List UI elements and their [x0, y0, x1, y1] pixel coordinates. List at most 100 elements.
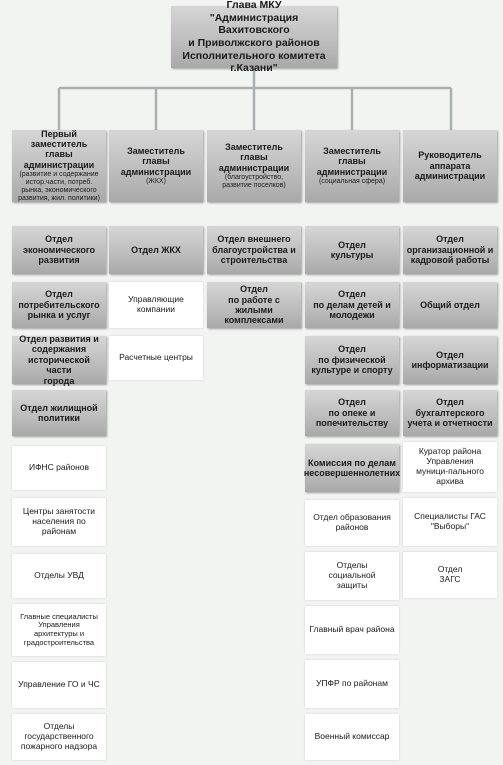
- unit-line: Центры занятости: [22, 506, 96, 517]
- department-line: благоустройства и: [212, 244, 296, 255]
- department-line: по работе с жилыми: [228, 294, 280, 315]
- header-title-line: Заместитель: [323, 145, 381, 156]
- unit-box: Отдел ЗАГС: [403, 552, 497, 598]
- column-4-header: Заместитель главы администрации (социаль…: [305, 130, 399, 202]
- header-title-line: администрации: [316, 166, 388, 177]
- department-line: развития: [38, 255, 80, 266]
- department-line: Отдел: [338, 344, 366, 355]
- department-line: культуре и спорту: [311, 365, 393, 376]
- department-box: Отдел информатизации: [403, 336, 497, 384]
- department-box: Отдел по работе с жилыми комплексами: [207, 282, 301, 328]
- department-line: информатизации: [411, 360, 489, 370]
- department-line: Отдел: [436, 234, 464, 245]
- header-title-line: Первый: [41, 128, 77, 139]
- unit-line: Отдел: [437, 564, 463, 575]
- unit-line: районов: [335, 522, 369, 532]
- column-1-header: Первый заместитель главы администрации (…: [12, 128, 106, 203]
- unit-line: Управление ГО и ЧС: [18, 679, 100, 690]
- department-line: экономического: [23, 244, 95, 255]
- header-subtitle: (ЖКХ): [146, 177, 166, 185]
- unit-line: компании: [137, 304, 175, 314]
- header-title-line: администрации: [120, 166, 192, 177]
- unit-box: Расчетные центры: [109, 336, 203, 380]
- department-line: Отдел: [45, 289, 73, 300]
- unit-line: архива: [436, 475, 464, 486]
- head-line: Исполнительного комитета: [182, 49, 326, 62]
- header-title-line: администрации: [414, 171, 486, 182]
- header-title-line: администрации: [23, 159, 95, 170]
- unit-box: УПФР по районам: [305, 660, 399, 708]
- department-line: потребительского: [18, 299, 100, 310]
- department-line: рынка и услуг: [27, 310, 91, 321]
- header-subtitle: (развитие и содержание истор.части, потр…: [18, 171, 100, 203]
- unit-line: Отдел образования: [313, 512, 391, 523]
- unit-line: Расчетные центры: [119, 352, 193, 363]
- department-line: содержания: [31, 344, 87, 355]
- department-line: Отдел ЖКХ: [131, 244, 181, 255]
- department-line: политики: [38, 413, 80, 423]
- department-line: строительства: [220, 255, 288, 266]
- department-line: Отдел: [436, 349, 464, 360]
- header-subtitle: (благоустройство, развитие поселков): [222, 173, 286, 190]
- header-title-line: главы: [240, 152, 268, 163]
- department-box: Комиссия по делам несовершеннолетних: [303, 444, 401, 492]
- department-line: Отдел внешнего: [217, 234, 291, 245]
- department-box: Отдел организационной и кадровой работы: [403, 226, 497, 274]
- unit-line: Отделы: [43, 721, 75, 732]
- department-box: Отдел культуры: [305, 226, 399, 274]
- department-line: учета и отчетности: [407, 418, 493, 429]
- unit-box: Главный врач района: [305, 606, 399, 654]
- header-title-line: заместитель: [30, 139, 88, 150]
- department-line: исторической части: [28, 354, 90, 376]
- department-line: Отдел: [338, 289, 366, 300]
- unit-line: "Выборы": [430, 521, 470, 531]
- department-line: культуры: [330, 250, 374, 260]
- department-line: комплексами: [224, 315, 284, 326]
- unit-line: Управления: [38, 620, 80, 630]
- header-title-line: Руководитель: [418, 150, 482, 161]
- department-line: города: [43, 375, 75, 386]
- head-box: Глава МКУ "Администрация Вахитовского и …: [171, 0, 337, 74]
- unit-line: Отделы: [336, 560, 368, 571]
- column-3-header: Заместитель главы администрации (благоус…: [207, 130, 301, 202]
- department-line: по опеке и: [328, 407, 376, 418]
- department-box: Общий отдел: [403, 282, 497, 328]
- department-box: Отдел по физической культуре и спорту: [305, 336, 399, 384]
- unit-box: Отделы государственного пожарного надзор…: [12, 714, 106, 760]
- unit-line: ЗАГС: [439, 574, 461, 584]
- header-title-line: Заместитель: [225, 141, 283, 152]
- department-box: Отдел развития и содержания исторической…: [12, 334, 106, 386]
- department-line: по делам детей и: [313, 299, 391, 310]
- header-title-line: главы: [338, 156, 366, 167]
- department-line: попечительству: [315, 418, 389, 429]
- department-line: несовершеннолетних: [303, 468, 401, 478]
- unit-line: пожарного надзора: [20, 740, 98, 751]
- unit-box: Военный комиссар: [305, 714, 399, 760]
- department-line: кадровой работы: [410, 255, 490, 266]
- department-line: организационной и: [406, 244, 494, 255]
- department-line: Отдел: [338, 397, 366, 408]
- header-title-line: главы: [142, 156, 170, 167]
- department-box: Отдел потребительского рынка и услуг: [12, 282, 106, 328]
- department-line: Отдел: [436, 397, 464, 408]
- column-2-header: Заместитель главы администрации (ЖКХ): [109, 130, 203, 202]
- department-box: Отдел экономического развития: [12, 226, 106, 274]
- unit-box: Отделы социальной защиты: [305, 552, 399, 600]
- header-title-line: администрации: [218, 162, 290, 173]
- department-line: Отдел развития и: [19, 334, 99, 345]
- department-box: Отдел внешнего благоустройства и строите…: [207, 226, 301, 274]
- unit-line: Управления: [426, 456, 474, 467]
- head-line: и Приволжского районов: [188, 37, 320, 49]
- department-line: Отдел жилищной: [20, 402, 98, 413]
- unit-line: муници-пального: [416, 466, 484, 476]
- department-line: Отдел: [240, 284, 268, 295]
- department-line: Отдел: [45, 234, 73, 245]
- department-box: Отдел жилищной политики: [12, 390, 106, 436]
- department-line: по физической: [318, 354, 386, 365]
- header-subtitle: (социальная сфера): [318, 177, 386, 185]
- unit-line: защиты: [336, 579, 368, 590]
- unit-line: Главный врач района: [309, 624, 395, 635]
- unit-line: Управляющие: [128, 294, 184, 305]
- unit-line: Куратор района: [418, 446, 482, 457]
